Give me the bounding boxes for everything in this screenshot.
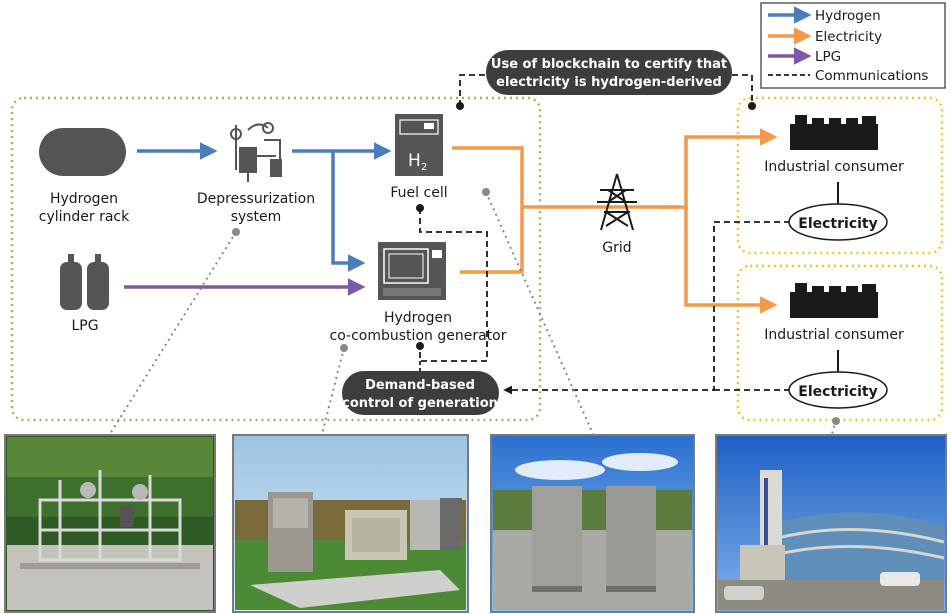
demand-line1: Demand-based xyxy=(365,378,475,393)
photo-leaders xyxy=(109,191,837,435)
demand-callout: Demand-based control of generation xyxy=(342,371,499,415)
depressurization-system-icon xyxy=(230,122,282,182)
grid-tower-icon xyxy=(597,173,637,231)
demand-line2: control of generation xyxy=(342,396,498,411)
consumer-top-meter-label: Electricity xyxy=(798,216,877,232)
electricity-flow-fuel-cell xyxy=(452,146,680,209)
leader-dot xyxy=(232,228,240,236)
legend: Hydrogen Electricity LPG Communications xyxy=(760,2,946,89)
consumer-top-meter xyxy=(788,203,888,241)
legend-communications-label: Communications xyxy=(815,68,928,84)
fuel-cell-label: Fuel cell xyxy=(390,185,447,201)
consumer-bottom-meter xyxy=(788,371,888,409)
generator-label-1: Hydrogen xyxy=(384,310,452,326)
demand-pill xyxy=(342,371,499,415)
hydrogen-cylinder-rack-icon xyxy=(39,128,126,176)
fuel-cell-h-symbol: H xyxy=(408,151,421,171)
factory-icon-bottom xyxy=(790,283,878,318)
legend-electricity-label: Electricity xyxy=(815,29,882,45)
hydrogen-rack-label-1: Hydrogen xyxy=(50,191,118,207)
comm-dot xyxy=(416,342,424,350)
lpg-label: LPG xyxy=(71,318,98,334)
photo-generator-installation xyxy=(232,434,469,613)
depressurization-label-1: Depressurization xyxy=(197,191,315,207)
comm-line-blockchain-right xyxy=(732,74,753,106)
comm-line-meters-to-control xyxy=(503,221,790,395)
electricity-flow-to-consumer-top xyxy=(660,128,778,209)
blockchain-pill xyxy=(486,50,732,95)
blockchain-callout: Use of blockchain to certify that electr… xyxy=(486,50,732,95)
factory-icon-top xyxy=(790,115,878,150)
blockchain-line1: Use of blockchain to certify that xyxy=(491,57,727,72)
blockchain-line2: electricity is hydrogen-derived xyxy=(496,75,722,90)
comm-line-blockchain-left xyxy=(459,74,486,106)
legend-box xyxy=(760,2,946,89)
consumer-bottom-label: Industrial consumer xyxy=(764,327,904,343)
photo-consumer-building xyxy=(715,434,947,613)
grid-label: Grid xyxy=(602,240,631,256)
photo-depressurization-system xyxy=(4,434,216,613)
consumer-top-label: Industrial consumer xyxy=(764,159,904,175)
photo-fuel-cells xyxy=(490,434,695,613)
leader-dot xyxy=(340,344,348,352)
comm-dot xyxy=(416,204,424,212)
comm-line-fuel-cell-control xyxy=(419,208,488,362)
consumer-top-box xyxy=(736,96,944,255)
comm-dot xyxy=(456,102,464,110)
site-boundary-box xyxy=(10,96,542,422)
fuel-cell-h-subscript: 2 xyxy=(421,162,427,173)
legend-lpg-label: LPG xyxy=(815,49,841,65)
generator-label-2: co-combustion generator xyxy=(330,328,507,344)
consumer-bottom-box xyxy=(736,264,944,422)
co-combustion-generator-icon xyxy=(378,242,446,300)
leader-dot xyxy=(482,188,490,196)
electricity-flow-to-consumer-bottom xyxy=(684,207,778,314)
lpg-cylinders-icon xyxy=(60,254,109,310)
comm-dot xyxy=(748,102,756,110)
depressurization-label-2: system xyxy=(231,209,282,225)
legend-hydrogen-label: Hydrogen xyxy=(815,8,881,24)
leader-dot xyxy=(832,417,840,425)
hydrogen-rack-label-2: cylinder rack xyxy=(39,209,130,225)
hydrogen-flow-to-generator xyxy=(331,151,366,272)
fuel-cell-icon: H 2 xyxy=(395,114,443,176)
consumer-bottom-meter-label: Electricity xyxy=(798,384,877,400)
electricity-flow-generator xyxy=(460,207,524,274)
